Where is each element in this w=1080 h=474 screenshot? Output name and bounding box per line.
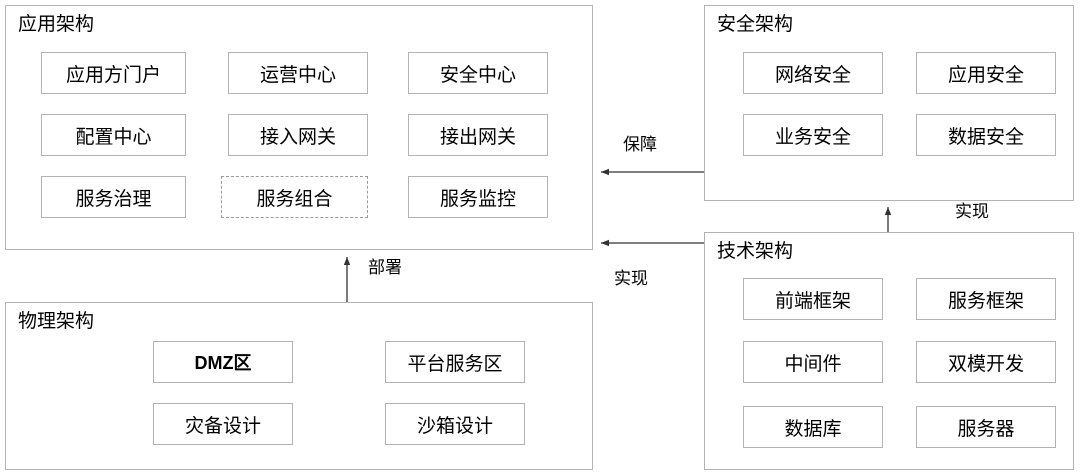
node-network-security[interactable]: 网络安全 [743, 52, 883, 94]
edge-label-implement-security: 实现 [955, 202, 989, 221]
node-middleware[interactable]: 中间件 [743, 341, 883, 383]
node-ingress-gateway[interactable]: 接入网关 [228, 114, 368, 156]
node-config-center[interactable]: 配置中心 [41, 114, 186, 156]
edge-label-deploy: 部署 [368, 258, 402, 277]
group-physical-title: 物理架构 [18, 311, 95, 332]
node-service-monitoring[interactable]: 服务监控 [408, 176, 548, 218]
node-service-composition[interactable]: 服务组合 [221, 176, 368, 218]
group-application-title: 应用架构 [18, 14, 95, 35]
node-application-portal[interactable]: 应用方门户 [41, 52, 186, 94]
node-egress-gateway[interactable]: 接出网关 [408, 114, 548, 156]
edge-label-guarantee: 保障 [623, 135, 657, 154]
node-server[interactable]: 服务器 [916, 406, 1056, 448]
edge-label-implement-application: 实现 [614, 269, 648, 288]
node-dual-mode-development[interactable]: 双模开发 [916, 341, 1056, 383]
group-security-title: 安全架构 [717, 14, 794, 35]
node-operation-center[interactable]: 运营中心 [228, 52, 368, 94]
node-security-center[interactable]: 安全中心 [408, 52, 548, 94]
group-technical-architecture: 技术架构 前端框架 服务框架 中间件 双模开发 数据库 服务器 [704, 232, 1074, 470]
node-platform-service-zone[interactable]: 平台服务区 [385, 341, 525, 383]
node-service-governance[interactable]: 服务治理 [41, 176, 186, 218]
group-application-architecture: 应用架构 应用方门户 运营中心 安全中心 配置中心 接入网关 接出网关 服务治理… [5, 5, 593, 250]
node-application-security[interactable]: 应用安全 [916, 52, 1056, 94]
node-frontend-framework[interactable]: 前端框架 [743, 278, 883, 320]
node-sandbox-design[interactable]: 沙箱设计 [385, 403, 525, 445]
node-disaster-recovery-design[interactable]: 灾备设计 [153, 403, 293, 445]
node-dmz-zone[interactable]: DMZ区 [153, 341, 293, 383]
group-security-architecture: 安全架构 网络安全 应用安全 业务安全 数据安全 [704, 5, 1074, 201]
node-database[interactable]: 数据库 [743, 406, 883, 448]
node-service-framework[interactable]: 服务框架 [916, 278, 1056, 320]
node-data-security[interactable]: 数据安全 [916, 114, 1056, 156]
group-technical-title: 技术架构 [717, 241, 794, 262]
group-physical-architecture: 物理架构 DMZ区 平台服务区 灾备设计 沙箱设计 [5, 302, 593, 470]
node-business-security[interactable]: 业务安全 [743, 114, 883, 156]
